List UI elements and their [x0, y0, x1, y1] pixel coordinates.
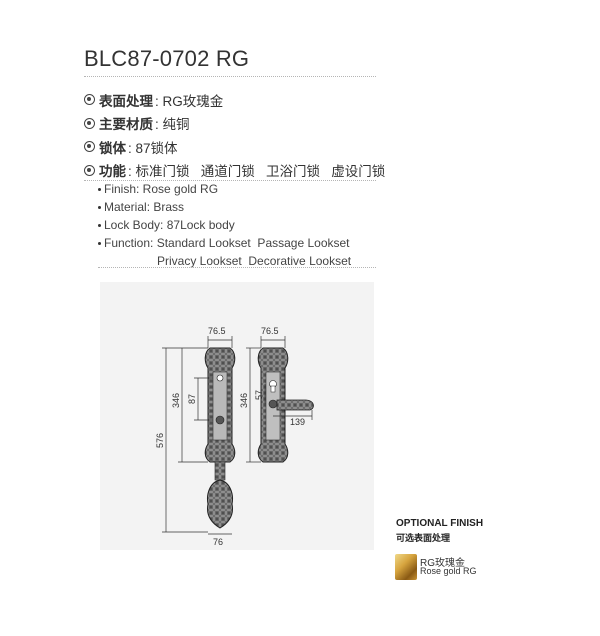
- dim-left-87: 87: [187, 394, 197, 404]
- bullet-icon: [98, 242, 101, 246]
- zh-divider: [84, 180, 376, 181]
- lock-body-icon: [84, 141, 95, 153]
- bullet-icon: [98, 188, 101, 192]
- spec-en-key: Lock Body: [104, 218, 161, 232]
- spec-en-value: : 87Lock body: [160, 218, 235, 232]
- function-icon: [84, 164, 95, 176]
- swatch-label-en: Rose gold RG: [420, 566, 477, 576]
- spec-en-value: : Brass: [146, 200, 185, 214]
- spec-zh-list: 表面处理 : RG玫瑰金 主要材质 : 纯铜 锁体 : 87锁体 功能 : 标准…: [84, 88, 385, 182]
- spec-en-key: Finish: [104, 182, 137, 196]
- spec-en-function: Function: Standard Lookset Passage Looks…: [98, 234, 351, 252]
- material-icon: [84, 117, 95, 129]
- side-view-plate: [257, 347, 314, 463]
- technical-drawing-panel: [100, 282, 374, 550]
- spec-en-material: Material: Brass: [98, 198, 351, 216]
- spec-zh-value: : 87锁体: [128, 140, 178, 156]
- dim-left-top: 76.5: [208, 326, 226, 336]
- spec-zh-finish: 表面处理 : RG玫瑰金: [84, 88, 385, 112]
- swatch-label-zh: RG玫瑰金: [420, 558, 465, 569]
- bullet-icon: [98, 224, 101, 228]
- spec-en-key: Function: [104, 236, 151, 250]
- spec-zh-key: 主要材质: [99, 117, 153, 133]
- front-view-plate: [204, 347, 236, 463]
- spec-en-value: : Rose gold RG: [136, 182, 219, 196]
- spec-zh-value: : RG玫瑰金: [155, 93, 224, 109]
- dim-left-346: 346: [171, 393, 181, 408]
- optional-finish-subtitle: 可选表面处理: [396, 533, 451, 543]
- bullet-icon: [98, 206, 101, 210]
- front-view-handle: [207, 461, 233, 529]
- spec-en-list: Finish: Rose gold RG Material: Brass Loc…: [98, 180, 351, 270]
- spec-zh-material: 主要材质 : 纯铜: [84, 112, 385, 136]
- finish-icon: [84, 94, 95, 106]
- spec-zh-key: 锁体: [99, 140, 126, 156]
- spec-zh-key: 功能: [99, 164, 126, 180]
- spec-en-function-extra: Privacy Lookset Decorative Lookset: [157, 254, 352, 268]
- optional-finish-title: OPTIONAL FINISH: [396, 518, 484, 529]
- technical-drawing: 76.5 76.5 346 87 576 76 346 57 139: [155, 326, 314, 547]
- dim-bottom-76: 76: [213, 537, 223, 547]
- dim-right-346: 346: [239, 393, 249, 408]
- dim-right-top: 76.5: [261, 326, 279, 336]
- spec-zh-key: 表面处理: [99, 93, 153, 109]
- product-title: BLC87-0702 RG: [84, 46, 250, 71]
- spec-zh-function: 功能 : 标准门锁 通道门锁 卫浴门锁 虚设门锁: [84, 159, 385, 183]
- dimension-lines: [162, 336, 313, 535]
- finish-swatch: [395, 554, 417, 580]
- dim-right-139: 139: [290, 417, 305, 427]
- spec-en-lock-body: Lock Body: 87Lock body: [98, 216, 351, 234]
- dim-left-576: 576: [155, 433, 165, 448]
- spec-zh-lock-body: 锁体 : 87锁体: [84, 135, 385, 159]
- spec-en-finish: Finish: Rose gold RG: [98, 180, 351, 198]
- spec-en-value: : Standard Lookset Passage Lookset: [150, 236, 350, 250]
- en-divider: [98, 267, 376, 268]
- title-divider: [84, 76, 376, 77]
- spec-zh-value: : 纯铜: [155, 117, 190, 133]
- dim-right-57: 57: [254, 390, 264, 400]
- spec-en-key: Material: [104, 200, 147, 214]
- spec-zh-value: : 标准门锁 通道门锁 卫浴门锁 虚设门锁: [128, 164, 386, 180]
